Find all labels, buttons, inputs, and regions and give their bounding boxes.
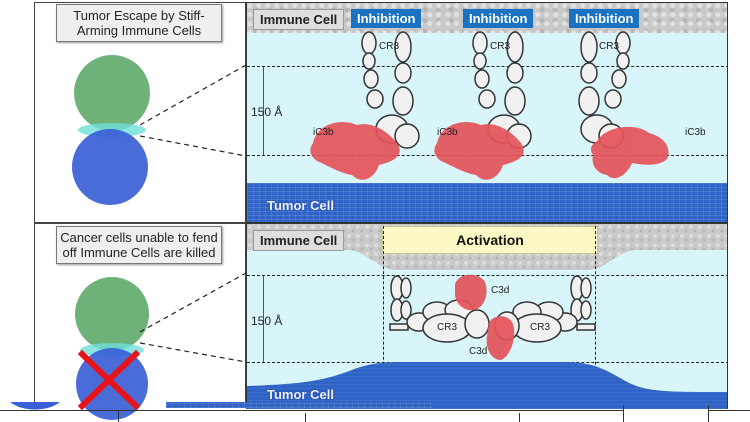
bottom-caption: Cancer cells unable to fend off Immune C… xyxy=(56,226,222,264)
top-cell-pair-image xyxy=(72,55,150,205)
cr3-bent-receptor-2 xyxy=(494,275,596,343)
bottom-left-blue-fragment xyxy=(10,402,60,410)
kill-x-mark xyxy=(77,349,141,411)
top-tumor-cell-membrane xyxy=(247,183,727,222)
c3d-label-1: C3d xyxy=(491,285,510,296)
activation-label: Activation xyxy=(382,226,598,254)
bottom-white-gap xyxy=(624,409,708,422)
immune-cell-green xyxy=(75,277,149,351)
ic3b-label-2: iC3b xyxy=(437,127,458,138)
top-scale-label: 150 Å xyxy=(251,105,283,119)
bottom-tick-4 xyxy=(623,405,624,422)
ic3b-label-1: iC3b xyxy=(313,127,334,138)
ic3b-ligand-2 xyxy=(434,122,524,180)
top-mechanism-panel: Immune Cell Inhibition Inhibition Inhibi… xyxy=(246,2,728,223)
bottom-c3d-ligands xyxy=(455,274,515,360)
ic3b-ligand-1 xyxy=(310,122,400,180)
bottom-cr3-receptors xyxy=(389,275,596,343)
top-caption: Tumor Escape by Stiff-Arming Immune Cell… xyxy=(56,4,222,42)
immune-cell-green xyxy=(74,55,150,131)
bottom-tick-3 xyxy=(519,413,520,422)
bottom-immune-cell-label: Immune Cell xyxy=(253,230,345,251)
top-immune-cell-label: Immune Cell xyxy=(253,9,345,30)
inhibition-label-3: Inhibition xyxy=(569,9,640,28)
cr3-label-bottom-2: CR3 xyxy=(530,322,551,333)
c3d-ligand-1 xyxy=(455,274,487,311)
bottom-tick-1 xyxy=(118,410,119,422)
bottom-tumor-strip-extension xyxy=(166,402,432,408)
bottom-mechanism-panel: Immune Cell Activation 150 Å CR3 CR3 xyxy=(246,223,728,409)
cr3-receptor-1 xyxy=(361,31,420,149)
bottom-cell-pair-image xyxy=(75,277,149,420)
bottom-scale-label: 150 Å xyxy=(251,314,283,328)
bottom-tumor-cell-membrane xyxy=(247,362,727,409)
bottom-tick-2 xyxy=(305,413,306,422)
top-upper-distance-line xyxy=(247,66,727,67)
ic3b-ligand-3 xyxy=(590,126,669,179)
top-zoom-lines xyxy=(139,64,247,157)
cr3-label-2: CR3 xyxy=(490,41,511,52)
cr3-label-bottom-1: CR3 xyxy=(437,322,458,333)
activation-right-boundary xyxy=(595,226,596,409)
top-scale-bar xyxy=(263,67,264,155)
top-tumor-cell-label: Tumor Cell xyxy=(267,198,334,213)
tumor-cell-blue xyxy=(72,129,148,205)
activation-left-boundary xyxy=(383,226,384,409)
bottom-upper-distance-line xyxy=(247,275,727,276)
bottom-zoom-lines xyxy=(139,272,247,363)
cr3-label-1: CR3 xyxy=(379,41,400,52)
cr3-bent-receptor-1 xyxy=(389,275,490,343)
bottom-scale-bar xyxy=(263,276,264,362)
bottom-axis-line xyxy=(0,410,750,411)
bottom-tumor-cell-label: Tumor Cell xyxy=(267,387,334,402)
cr3-label-3: CR3 xyxy=(599,41,620,52)
c3d-label-2: C3d xyxy=(469,346,488,357)
ic3b-label-3: iC3b xyxy=(685,127,706,138)
top-ic3b-ligands xyxy=(310,122,669,180)
inhibition-label-1: Inhibition xyxy=(351,9,422,28)
c3d-ligand-2 xyxy=(486,316,515,360)
bottom-tick-5 xyxy=(708,405,709,422)
inhibition-label-2: Inhibition xyxy=(463,9,534,28)
